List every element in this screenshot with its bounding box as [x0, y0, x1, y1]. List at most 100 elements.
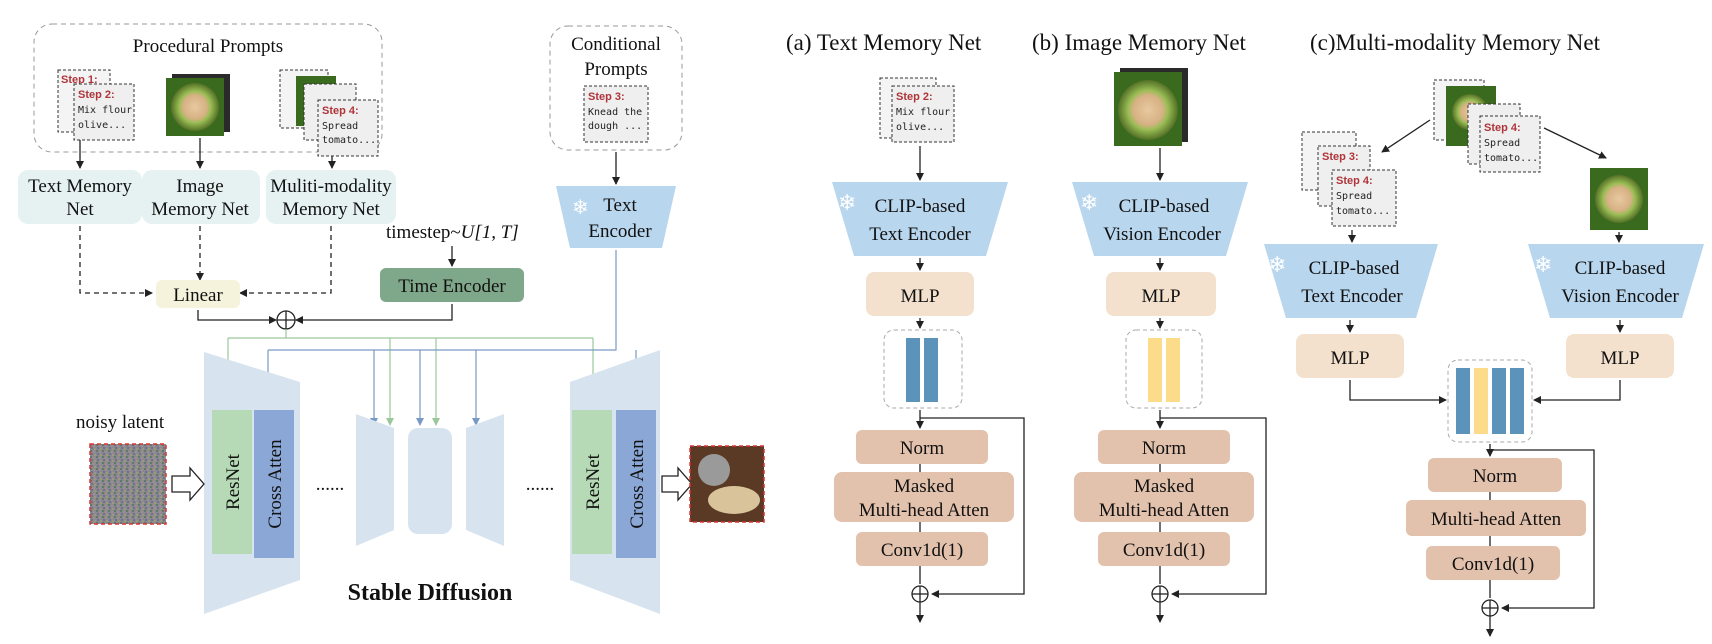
input-arrow-icon: [171, 466, 205, 502]
image-memory-net-box: [142, 170, 260, 224]
step-card-title: Step 4:: [1484, 122, 1521, 134]
masked-mha-label: Multi-head Atten: [1099, 500, 1230, 521]
step-card-text: dough ...: [588, 121, 642, 132]
step-card-text: Spread: [1484, 138, 1520, 149]
snowflake-icon: ❄: [838, 190, 856, 215]
text-encoder-label: Encoder: [588, 221, 652, 242]
text-feature-bar: [1510, 368, 1524, 434]
conv-label: Conv1d(1): [1123, 540, 1205, 561]
mlp-box: [1566, 334, 1674, 378]
text-feature-bar: [906, 338, 920, 402]
norm-box: [1098, 430, 1230, 464]
mlp-label: MLP: [1141, 286, 1180, 307]
clip-vision-encoder-label: CLIP-based: [1119, 196, 1210, 217]
sum-node: [276, 310, 296, 330]
unet-mid-block: [408, 428, 452, 534]
snowflake-icon: ❄: [1534, 252, 1552, 277]
text-memory-net-label: Net: [66, 199, 94, 220]
resnet-block: [212, 410, 252, 554]
memory-feature-frame: [883, 329, 963, 409]
clip-text-encoder-block: [1264, 244, 1438, 318]
norm-label: Norm: [1142, 438, 1187, 459]
conv-box: [1426, 546, 1560, 580]
step-card-title: Step 3:: [588, 91, 625, 103]
clip-text-encoder-label: Text Encoder: [1301, 286, 1403, 307]
mlp-label: MLP: [1330, 348, 1369, 369]
panel-c-input-stack: Step 4: Spread tomato...: [1433, 79, 1541, 173]
cross-atten-block: [616, 410, 656, 558]
masked-mha-box: [834, 472, 1014, 522]
norm-box: [856, 430, 988, 464]
residual-sum-node: [911, 585, 929, 603]
image-memory-net-label: Memory Net: [151, 199, 249, 220]
text-encoder-block: [556, 186, 676, 248]
conv-label: Conv1d(1): [1452, 554, 1534, 575]
clip-vision-encoder-block: [1072, 182, 1248, 256]
step-card-stack-multimodal: Step 4: Spread tomato...: [279, 69, 379, 157]
panel-c-image: [1590, 168, 1648, 230]
conv-box: [856, 532, 988, 566]
multi-modality-memory-net-label: Muliti-modality: [270, 176, 392, 197]
time-encoder-label: Time Encoder: [398, 276, 506, 297]
masked-mha-label: Masked: [894, 476, 955, 497]
step-card-title: Step 1:: [61, 74, 98, 86]
image-feature-bar: [1166, 338, 1180, 402]
step-card-text: Knead the: [588, 107, 642, 118]
mlp-box: [866, 272, 974, 316]
panel-b-input-image: [1114, 68, 1188, 146]
cross-atten-label: Cross Atten: [627, 439, 648, 529]
norm-label: Norm: [900, 438, 945, 459]
text-encoder-label: Text: [603, 195, 637, 216]
noisy-latent-image: [89, 443, 167, 525]
timestep-label: timestep~U[1, T]: [386, 222, 519, 243]
image-memory-net-label: Image: [176, 176, 223, 197]
masked-mha-box: [1074, 472, 1254, 522]
step-card-text: Mix flour: [896, 107, 950, 118]
generated-image: [689, 445, 765, 523]
text-feature-bar: [1492, 368, 1506, 434]
procedural-prompts-title: Procedural Prompts: [133, 36, 283, 57]
stable-diffusion-title: Stable Diffusion: [348, 580, 513, 606]
step-card-text: tomato...: [1484, 153, 1538, 164]
conditional-prompts-frame: [549, 25, 683, 151]
norm-box: [1428, 458, 1562, 492]
unet-up-block: [466, 414, 504, 546]
cross-atten-label: Cross Atten: [265, 439, 286, 529]
masked-mha-label: Masked: [1134, 476, 1195, 497]
clip-vision-encoder-block: [1528, 244, 1704, 318]
cross-atten-block: [254, 410, 294, 558]
image-feature-bar: [1474, 368, 1488, 434]
residual-sum-node: [1151, 585, 1169, 603]
procedural-prompts-group: Procedural Prompts Step 1: Step 2: Mix f…: [33, 23, 383, 169]
output-arrow-icon: [661, 466, 693, 502]
ellipsis: ......: [316, 474, 345, 495]
mha-label: Multi-head Atten: [1431, 509, 1562, 530]
noisy-latent-label: noisy latent: [76, 412, 165, 433]
multi-modality-memory-net-box: [266, 170, 396, 224]
clip-text-encoder-label: CLIP-based: [875, 196, 966, 217]
panel-a-title: (a) Text Memory Net: [786, 30, 982, 55]
step-card-title: Step 4:: [1336, 175, 1373, 187]
stable-diffusion-unet: ResNet Cross Atten ...... ...... ResNet …: [204, 350, 660, 614]
panel-c-title: (c)Multi-modality Memory Net: [1310, 30, 1601, 55]
text-memory-net-label: Text Memory: [28, 176, 132, 197]
ellipsis: ......: [526, 474, 555, 495]
step-card-text: Mix flour: [78, 105, 132, 116]
image-feature-bar: [1148, 338, 1162, 402]
memory-feature-frame: [1125, 329, 1203, 409]
panel-b-title: (b) Image Memory Net: [1032, 30, 1247, 55]
conditional-prompts-group: Conditional Prompts Step 3: Knead the do…: [549, 25, 683, 151]
masked-mha-label: Multi-head Atten: [859, 500, 990, 521]
resnet-label: ResNet: [223, 453, 244, 510]
clip-text-encoder-label: Text Encoder: [869, 224, 971, 245]
step-card-title: Step 2:: [78, 89, 115, 101]
memory-net-boxes: Text Memory Net Image Memory Net Muliti-…: [18, 170, 396, 224]
mha-box: [1406, 500, 1586, 536]
step-card-text: Spread: [322, 121, 358, 132]
mlp-label: MLP: [1600, 348, 1639, 369]
food-image-stack: [166, 74, 230, 136]
step-card-title: Step 2:: [896, 91, 933, 103]
mlp-box: [1296, 334, 1404, 378]
step-card-text: Spread: [1336, 191, 1372, 202]
snowflake-icon: ❄: [1080, 190, 1098, 215]
